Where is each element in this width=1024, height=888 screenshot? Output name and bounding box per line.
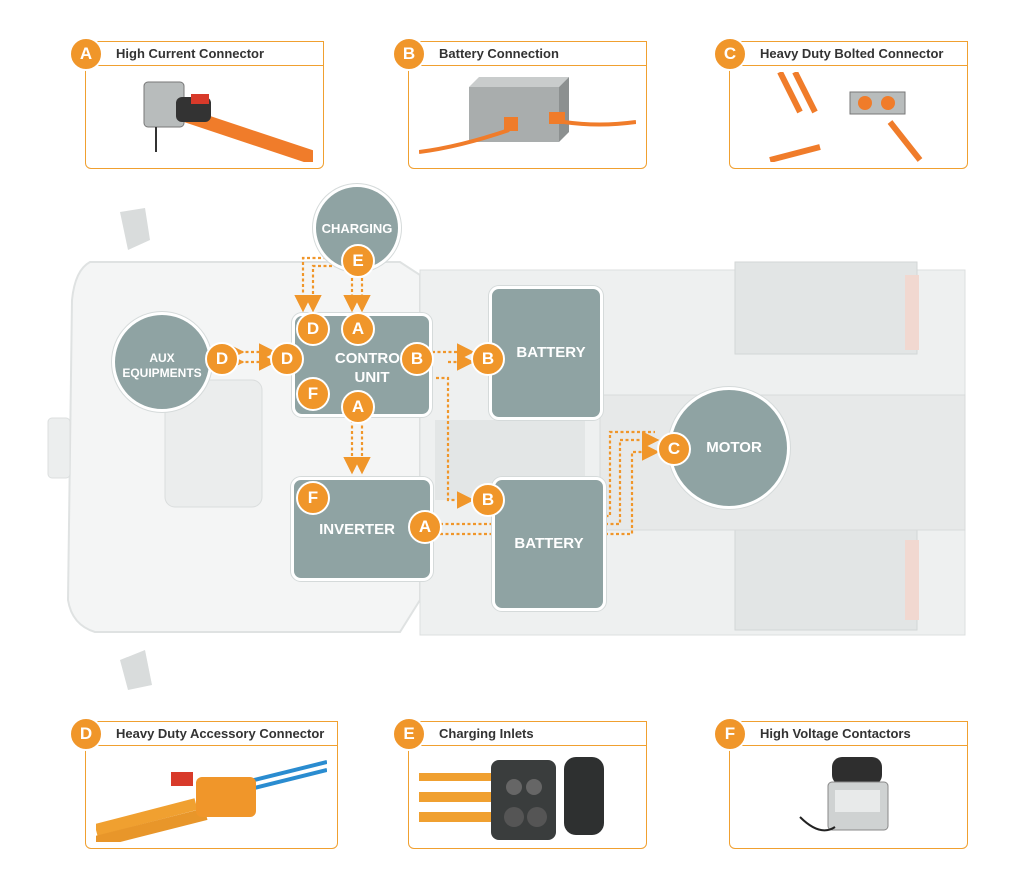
card-title: High Voltage Contactors <box>730 722 967 746</box>
high-voltage-contactors-image <box>799 757 889 832</box>
high-current-connector-image <box>143 81 313 162</box>
node-label: INVERTER <box>319 521 395 538</box>
badge-letter: F <box>713 717 747 751</box>
badge-letter: A <box>69 37 103 71</box>
badge-inverter-a: A <box>408 510 442 544</box>
badge-control-a-bottom: A <box>341 390 375 424</box>
card-heavy-duty-bolted-connector: Heavy Duty Bolted Connector C <box>713 37 968 169</box>
badge-letter: C <box>713 37 747 71</box>
badge-control-d-top: D <box>296 312 330 346</box>
badge-charging-e: E <box>341 244 375 278</box>
heavy-duty-accessory-connector-image <box>96 760 327 842</box>
card-title: Heavy Duty Bolted Connector <box>730 42 967 66</box>
badge-control-f: F <box>296 377 330 411</box>
badge-control-b: B <box>400 342 434 376</box>
battery-connection-image <box>419 77 636 154</box>
card-title: Heavy Duty Accessory Connector <box>86 722 337 746</box>
badge-aux-d: D <box>205 342 239 376</box>
badge-letter: E <box>392 717 426 751</box>
node-label: BATTERY <box>516 344 586 361</box>
card-battery-connection: Battery Connection B <box>392 37 647 169</box>
node-motor: MOTOR <box>668 387 790 509</box>
badge-letter: D <box>69 717 103 751</box>
node-label-line1: AUX <box>149 351 175 365</box>
node-battery-top: BATTERY <box>489 286 603 420</box>
badge-control-d-left: D <box>270 342 304 376</box>
card-charging-inlets: Charging Inlets E <box>392 717 647 849</box>
charging-inlets-image <box>419 757 604 840</box>
node-label: BATTERY <box>514 535 584 552</box>
card-title: Charging Inlets <box>409 722 646 746</box>
badge-motor-c: C <box>657 432 691 466</box>
node-label-line2: EQUIPMENTS <box>122 366 202 380</box>
card-high-voltage-contactors: High Voltage Contactors F <box>713 717 968 849</box>
heavy-duty-bolted-connector-image <box>769 72 923 162</box>
card-high-current-connector: High Current Connector A <box>69 37 324 169</box>
node-label: CHARGING <box>321 221 393 236</box>
badge-battery-bottom-b: B <box>471 483 505 517</box>
card-title: High Current Connector <box>86 42 323 66</box>
node-aux-equipments: AUX EQUIPMENTS <box>112 312 212 412</box>
badge-letter: B <box>392 37 426 71</box>
badge-inverter-f: F <box>296 481 330 515</box>
card-title: Battery Connection <box>409 42 646 66</box>
node-label: MOTOR <box>706 439 762 456</box>
badge-control-a-top: A <box>341 312 375 346</box>
node-label-line2: UNIT <box>354 369 390 386</box>
node-label-line1: CONTROL <box>334 350 410 367</box>
card-heavy-duty-accessory-connector: Heavy Duty Accessory Connector D <box>69 717 338 849</box>
node-battery-bottom: BATTERY <box>492 477 606 611</box>
badge-battery-top-b: B <box>471 342 505 376</box>
